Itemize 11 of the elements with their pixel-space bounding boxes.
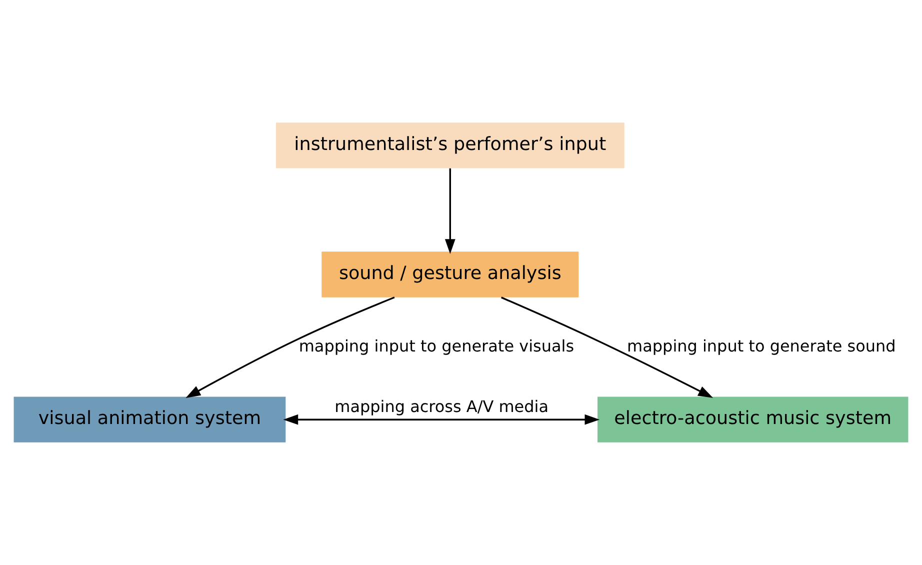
arrow [444,168,456,254]
edge-label: mapping input to generate sound [627,336,896,356]
arrow [283,414,600,425]
node-box: visual animation system [14,396,286,442]
node-box: instrumentalist’s perfomer’s input [276,122,624,168]
arrow [186,296,395,398]
edge-label: mapping across A/V media [334,396,549,416]
node-box: electro-acoustic music system [598,396,908,442]
node-box: sound / gesture analysis [322,252,579,298]
edge-label: mapping input to generate visuals [298,336,574,356]
arrow [500,296,714,398]
